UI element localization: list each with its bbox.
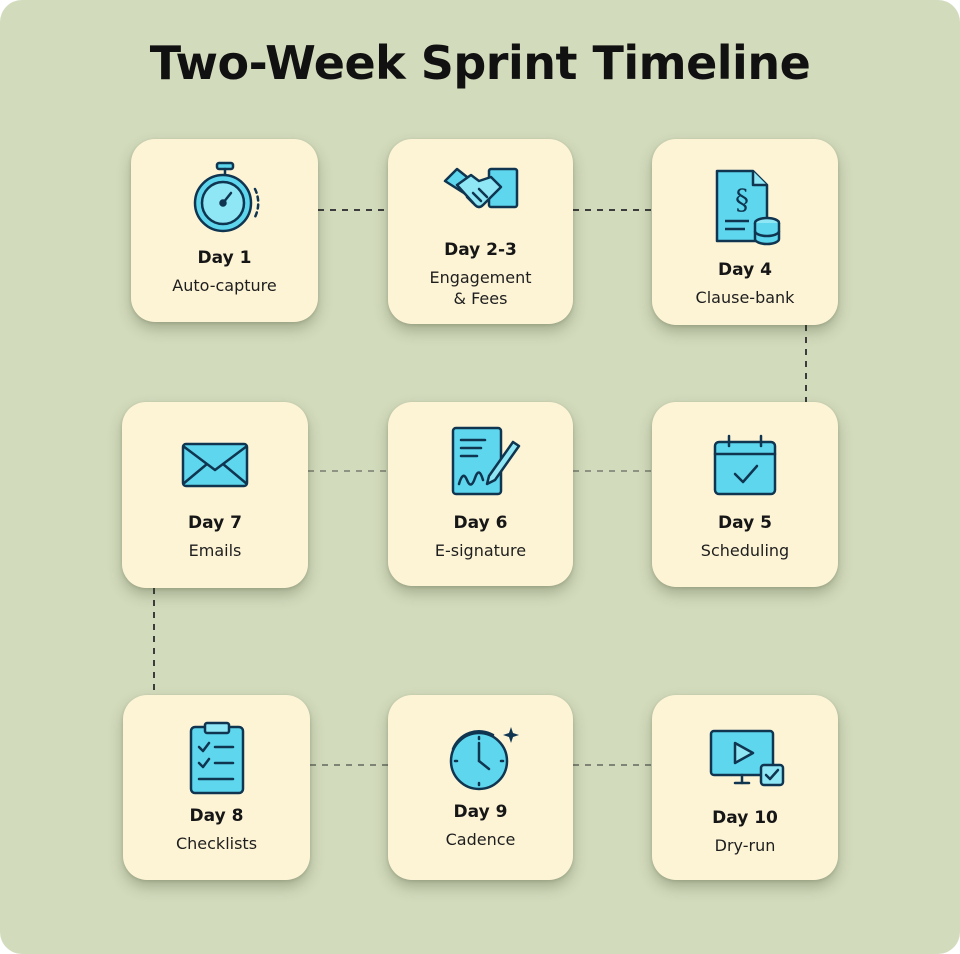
stopwatch-icon bbox=[185, 159, 265, 239]
section-document-icon: § bbox=[705, 169, 785, 249]
step-day: Day 1 bbox=[197, 248, 252, 268]
monitor-play-icon bbox=[705, 721, 785, 801]
clipboard-checklist-icon bbox=[177, 719, 257, 799]
step-label: E-signature bbox=[434, 541, 527, 560]
step-label: Cadence bbox=[445, 830, 516, 849]
step-card-day-2-3: Day 2-3 Engagement & Fees bbox=[388, 139, 573, 324]
step-day: Day 7 bbox=[188, 513, 242, 533]
step-day: Day 2-3 bbox=[444, 240, 517, 260]
step-label: Clause-bank bbox=[695, 288, 795, 307]
step-card-day-5: Day 5 Scheduling bbox=[652, 402, 838, 587]
step-label: Checklists bbox=[175, 834, 258, 853]
envelope-icon bbox=[175, 428, 255, 508]
step-label: Engagement & Fees bbox=[429, 268, 532, 308]
step-day: Day 4 bbox=[718, 260, 772, 280]
step-card-day-1: Day 1 Auto-capture bbox=[131, 139, 318, 322]
calendar-check-icon bbox=[705, 430, 785, 510]
signature-document-icon bbox=[441, 420, 521, 500]
step-card-day-8: Day 8 Checklists bbox=[123, 695, 310, 880]
step-day: Day 5 bbox=[718, 513, 772, 533]
step-day: Day 9 bbox=[453, 802, 508, 822]
step-label: Scheduling bbox=[700, 541, 790, 560]
step-card-day-10: Day 10 Dry-run bbox=[652, 695, 838, 880]
step-label: Emails bbox=[188, 541, 242, 560]
step-card-day-9: Day 9 Cadence bbox=[388, 695, 573, 880]
step-day: Day 6 bbox=[453, 513, 508, 533]
page-title: Two-Week Sprint Timeline bbox=[149, 36, 811, 90]
step-day: Day 10 bbox=[712, 808, 778, 828]
step-label: Auto-capture bbox=[172, 276, 277, 295]
svg-text:§: § bbox=[735, 183, 749, 216]
clock-refresh-icon bbox=[441, 719, 521, 799]
step-card-day-4: § Day 4 Clause-bank bbox=[652, 139, 838, 325]
handshake-icon bbox=[441, 155, 521, 235]
step-label: Dry-run bbox=[714, 836, 776, 855]
step-card-day-7: Day 7 Emails bbox=[122, 402, 308, 588]
step-card-day-6: Day 6 E-signature bbox=[388, 402, 573, 586]
step-day: Day 8 bbox=[189, 806, 244, 826]
